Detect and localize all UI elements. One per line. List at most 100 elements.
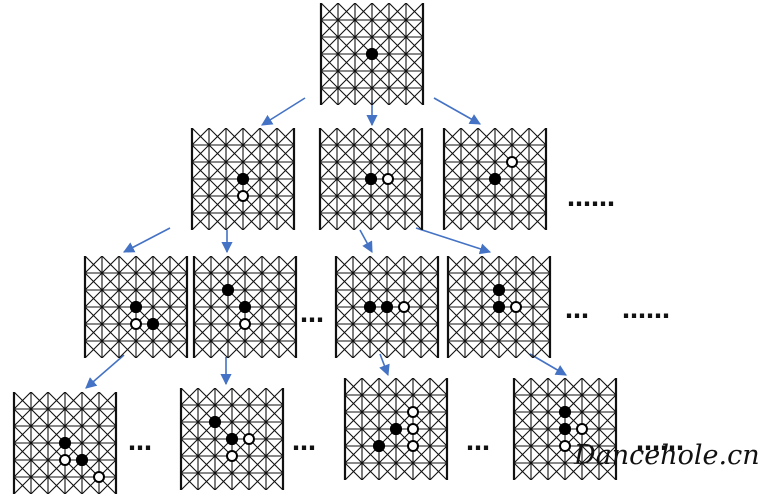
grid-diagonal bbox=[369, 289, 438, 358]
grid-diagonals bbox=[444, 128, 682, 230]
arrow-c1-d1 bbox=[85, 354, 125, 389]
grid-diagonal bbox=[225, 161, 294, 230]
grid-diagonal bbox=[202, 3, 304, 105]
grid-diagonal bbox=[498, 256, 550, 308]
grid-diagonal bbox=[563, 128, 665, 230]
grid-diagonal bbox=[412, 445, 447, 480]
grid-diagonal bbox=[378, 411, 447, 480]
grid-diagonal bbox=[0, 256, 68, 358]
white-stone bbox=[398, 301, 410, 313]
grid-diagonal bbox=[261, 323, 296, 358]
white-stone bbox=[226, 450, 238, 462]
black-stone bbox=[372, 439, 386, 453]
black-stone bbox=[389, 422, 403, 436]
grid-diagonal bbox=[412, 378, 447, 413]
grid-diagonal bbox=[0, 256, 51, 358]
grid-diagonal bbox=[564, 428, 616, 480]
grid-diagonal bbox=[457, 3, 559, 105]
white-stone bbox=[243, 433, 255, 445]
grid-diagonal bbox=[14, 493, 15, 494]
white-stone bbox=[93, 471, 105, 483]
watermark-text: Dancehole.cn bbox=[573, 440, 760, 471]
black-stone bbox=[492, 283, 506, 297]
grid-diagonal bbox=[477, 161, 546, 230]
board-b1 bbox=[56, 128, 296, 230]
grid-diagonal bbox=[494, 178, 546, 230]
board-c3 bbox=[334, 256, 440, 358]
white-stone bbox=[407, 406, 419, 418]
grid-diagonal bbox=[395, 428, 447, 480]
arrow-root-b3 bbox=[433, 97, 481, 125]
arrow-root-b1 bbox=[261, 97, 306, 126]
white-stone bbox=[130, 318, 142, 330]
grid-diagonals bbox=[185, 3, 559, 105]
board-d1 bbox=[12, 392, 118, 494]
grid-diagonal bbox=[185, 3, 287, 105]
white-stone bbox=[506, 156, 518, 168]
white-stone bbox=[407, 423, 419, 435]
grid-diagonal bbox=[580, 128, 682, 230]
grid-diagonal bbox=[440, 3, 542, 105]
grid-diagonal bbox=[152, 323, 187, 358]
grid-diagonal bbox=[152, 256, 187, 291]
grid-diagonal bbox=[231, 438, 283, 490]
grid-diagonal bbox=[244, 306, 296, 358]
white-stone bbox=[559, 440, 571, 452]
white-stone bbox=[576, 423, 588, 435]
grid-diagonal bbox=[231, 388, 283, 440]
black-stone bbox=[365, 47, 379, 61]
grid-diagonal bbox=[371, 3, 423, 55]
grid-diagonal bbox=[580, 128, 682, 230]
arrow-c4-d4 bbox=[529, 353, 567, 376]
board-c2 bbox=[192, 256, 298, 358]
grid-diagonal bbox=[56, 128, 158, 230]
grid-diagonal bbox=[135, 256, 187, 308]
grid-diagonal bbox=[64, 442, 116, 494]
black-stone bbox=[129, 300, 143, 314]
grid-diagonal bbox=[242, 178, 294, 230]
grid-diagonal bbox=[259, 128, 294, 163]
black-stone bbox=[238, 300, 252, 314]
ellipsis-row3-between: … bbox=[300, 300, 324, 328]
grid-diagonal bbox=[547, 411, 616, 480]
grid-diagonal bbox=[321, 104, 322, 105]
board-b2 bbox=[318, 128, 424, 230]
board-c1 bbox=[0, 256, 189, 358]
grid-diagonal bbox=[422, 104, 423, 105]
grid-diagonal bbox=[422, 3, 423, 4]
black-stone bbox=[558, 422, 572, 436]
grid-diagonal bbox=[0, 256, 68, 358]
grid-diagonal bbox=[248, 388, 283, 423]
grid-diagonals bbox=[56, 128, 294, 230]
ellipsis-row4-c: … bbox=[466, 428, 490, 456]
grid-diagonal bbox=[494, 128, 546, 180]
grid-diagonal bbox=[73, 128, 175, 230]
grid-diagonal bbox=[242, 128, 294, 180]
grid-diagonal bbox=[227, 289, 296, 358]
grid-diagonal bbox=[14, 392, 15, 393]
grid-diagonal bbox=[64, 392, 116, 444]
grid-diagonal bbox=[202, 3, 304, 105]
grid-diagonal bbox=[337, 19, 423, 105]
grid-diagonal bbox=[192, 229, 193, 230]
arrow-b1-c1 bbox=[123, 227, 171, 253]
grid-diagonal bbox=[481, 289, 550, 358]
ellipsis-row4-more: …… bbox=[636, 428, 684, 456]
grid-diagonal bbox=[0, 256, 51, 358]
black-stone bbox=[363, 300, 377, 314]
black-stone bbox=[492, 300, 506, 314]
black-stone bbox=[225, 432, 239, 446]
grid-diagonal bbox=[440, 3, 542, 105]
grid-diagonal bbox=[511, 128, 546, 163]
grid-diagonal bbox=[370, 178, 422, 230]
white-stone bbox=[407, 440, 419, 452]
black-stone bbox=[488, 172, 502, 186]
grid-diagonal bbox=[185, 3, 287, 105]
white-stone bbox=[510, 301, 522, 313]
white-stone bbox=[239, 318, 251, 330]
board-root bbox=[185, 3, 559, 105]
white-stone bbox=[237, 190, 249, 202]
grid-diagonal bbox=[457, 3, 559, 105]
grid-diagonal bbox=[101, 272, 187, 358]
board-b3 bbox=[442, 128, 682, 230]
